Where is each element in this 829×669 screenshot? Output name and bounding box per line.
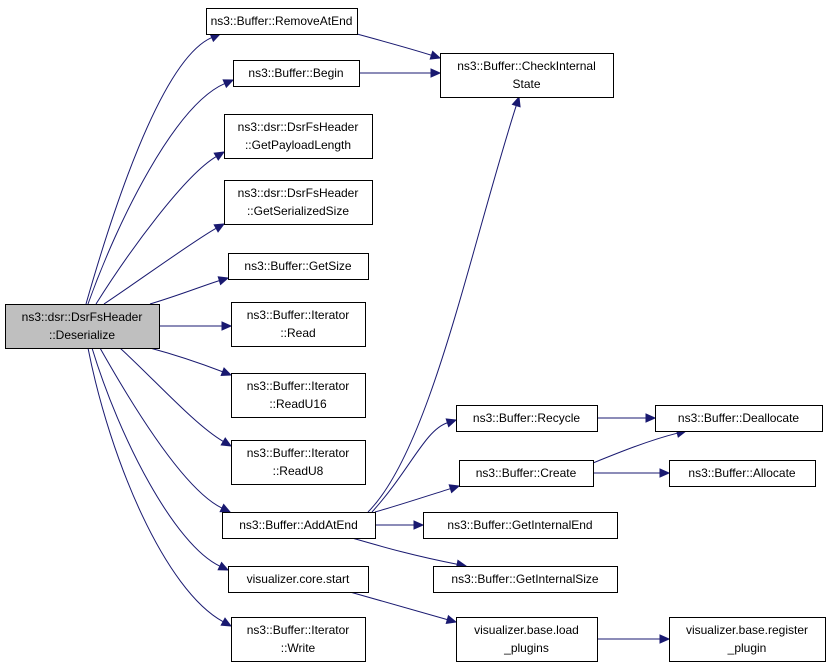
node-add-at-end[interactable]: ns3::Buffer::AddAtEnd bbox=[222, 512, 376, 539]
edge-recycle-to-deallocate bbox=[597, 413, 657, 423]
node-label-line: ns3::Buffer::Iterator bbox=[247, 446, 350, 460]
node-label-line: _plugin bbox=[727, 641, 767, 655]
node-visualizer-base-load-plugins[interactable]: visualizer.base.load _plugins bbox=[456, 617, 598, 662]
node-label-line: ns3::Buffer::Iterator bbox=[247, 623, 350, 637]
node-box bbox=[231, 373, 366, 418]
node-box bbox=[206, 8, 358, 35]
edge-deserialize-to-visualizer-core-start bbox=[91, 347, 230, 571]
node-box bbox=[233, 60, 360, 87]
node-label-line: ::Write bbox=[281, 641, 316, 655]
node-get-payload-length[interactable]: ns3::dsr::DsrFsHeader::GetPayloadLength bbox=[224, 114, 373, 159]
edge-remove-at-end-to-check-internal-state bbox=[356, 33, 442, 60]
node-label-line: ns3::Buffer::GetInternalEnd bbox=[447, 518, 592, 532]
node-box bbox=[228, 253, 369, 280]
node-label-line: ns3::Buffer::Recycle bbox=[473, 411, 580, 425]
node-visualizer-core-start[interactable]: visualizer.core.start bbox=[228, 566, 369, 593]
node-allocate[interactable]: ns3::Buffer::Allocate bbox=[669, 460, 816, 487]
node-label-line: ns3::Buffer::Deallocate bbox=[678, 411, 800, 425]
edge-add-at-end-to-check-internal-state bbox=[367, 95, 521, 513]
edge-add-at-end-to-get-internal-size bbox=[351, 537, 468, 569]
edge-add-at-end-to-get-internal-end bbox=[375, 520, 425, 530]
node-label-line: ns3::Buffer::Begin bbox=[248, 66, 343, 80]
node-box bbox=[456, 405, 598, 432]
node-box bbox=[669, 460, 816, 487]
node-get-internal-end[interactable]: ns3::Buffer::GetInternalEnd bbox=[423, 512, 618, 539]
node-label-line: ns3::Buffer::Create bbox=[476, 466, 577, 480]
edge-visualizer-base-load-plugins-to-visualizer-base-register-plugin bbox=[596, 634, 671, 644]
node-box bbox=[231, 302, 366, 347]
node-begin[interactable]: ns3::Buffer::Begin bbox=[233, 60, 360, 87]
node-create[interactable]: ns3::Buffer::Create bbox=[459, 460, 594, 487]
edge-deserialize-to-iterator-read bbox=[159, 321, 233, 331]
node-label-line: State bbox=[512, 77, 540, 91]
node-box bbox=[423, 512, 618, 539]
node-box bbox=[669, 617, 826, 662]
edge-deserialize-to-add-at-end bbox=[99, 347, 232, 513]
node-label-line: ::Read bbox=[280, 326, 315, 340]
node-label-line: ns3::Buffer::Allocate bbox=[688, 466, 796, 480]
edge-create-to-deallocate bbox=[592, 428, 688, 464]
edge-create-to-allocate bbox=[593, 468, 671, 478]
node-label-line: ns3::Buffer::GetInternalSize bbox=[451, 572, 599, 586]
node-remove-at-end[interactable]: ns3::Buffer::RemoveAtEnd bbox=[206, 8, 358, 35]
node-label-line: visualizer.core.start bbox=[247, 572, 350, 586]
node-visualizer-base-register-plugin[interactable]: visualizer.base.register _plugin bbox=[669, 617, 826, 662]
node-box bbox=[459, 460, 594, 487]
node-box bbox=[224, 114, 373, 159]
node-label-line: ::ReadU8 bbox=[273, 464, 324, 478]
node-iterator-write[interactable]: ns3::Buffer::Iterator::Write bbox=[231, 617, 366, 662]
node-label-line: ::ReadU16 bbox=[269, 397, 327, 411]
edge-add-at-end-to-create bbox=[374, 484, 461, 513]
node-label-line: ns3::Buffer::GetSize bbox=[244, 259, 351, 273]
node-box bbox=[224, 180, 373, 225]
node-label-line: ns3::Buffer::CheckInternal bbox=[457, 59, 596, 73]
node-box bbox=[222, 512, 376, 539]
node-recycle[interactable]: ns3::Buffer::Recycle bbox=[456, 405, 598, 432]
edge-deserialize-to-get-size bbox=[149, 276, 230, 305]
node-get-internal-size[interactable]: ns3::Buffer::GetInternalSize bbox=[433, 566, 618, 593]
edge-deserialize-to-iterator-read-u16 bbox=[149, 347, 233, 377]
node-label-line: ::GetSerializedSize bbox=[247, 204, 349, 218]
node-label-line: ns3::dsr::DsrFsHeader bbox=[238, 120, 359, 134]
node-label-line: ns3::Buffer::AddAtEnd bbox=[239, 518, 358, 532]
edge-deserialize-to-iterator-write bbox=[87, 347, 233, 627]
node-label-line: ns3::Buffer::Iterator bbox=[247, 379, 350, 393]
node-label-line: ns3::dsr::DsrFsHeader bbox=[238, 186, 359, 200]
node-label-line: ::Deserialize bbox=[49, 328, 115, 342]
edge-add-at-end-to-recycle bbox=[371, 418, 458, 513]
node-box bbox=[440, 53, 614, 98]
edge-deserialize-to-get-serialized-size bbox=[103, 223, 226, 305]
node-box bbox=[228, 566, 369, 593]
edge-deserialize-to-begin bbox=[87, 79, 235, 305]
edge-deserialize-to-iterator-read-u8 bbox=[119, 347, 233, 447]
node-deallocate[interactable]: ns3::Buffer::Deallocate bbox=[655, 405, 823, 432]
node-deserialize[interactable]: ns3::dsr::DsrFsHeader::Deserialize bbox=[5, 304, 160, 349]
edge-begin-to-check-internal-state bbox=[359, 68, 442, 78]
node-box bbox=[231, 617, 366, 662]
node-label-line: ns3::dsr::DsrFsHeader bbox=[22, 310, 143, 324]
node-box bbox=[655, 405, 823, 432]
node-label-line: ::GetPayloadLength bbox=[245, 138, 351, 152]
edge-deserialize-to-get-payload-length bbox=[95, 151, 226, 305]
node-box bbox=[5, 304, 160, 349]
node-label-line: visualizer.base.register bbox=[686, 623, 808, 637]
edge-visualizer-core-start-to-visualizer-base-load-plugins bbox=[349, 591, 458, 625]
node-box bbox=[433, 566, 618, 593]
node-iterator-read-u16[interactable]: ns3::Buffer::Iterator::ReadU16 bbox=[231, 373, 366, 418]
node-label-line: _plugins bbox=[503, 641, 549, 655]
node-iterator-read-u8[interactable]: ns3::Buffer::Iterator::ReadU8 bbox=[231, 440, 366, 485]
node-iterator-read[interactable]: ns3::Buffer::Iterator::Read bbox=[231, 302, 366, 347]
node-get-size[interactable]: ns3::Buffer::GetSize bbox=[228, 253, 369, 280]
node-label-line: ns3::Buffer::Iterator bbox=[247, 308, 350, 322]
node-box bbox=[231, 440, 366, 485]
node-get-serialized-size[interactable]: ns3::dsr::DsrFsHeader::GetSerializedSize bbox=[224, 180, 373, 225]
node-label-line: ns3::Buffer::RemoveAtEnd bbox=[211, 14, 353, 28]
node-label-line: visualizer.base.load bbox=[474, 623, 579, 637]
node-box bbox=[456, 617, 598, 662]
